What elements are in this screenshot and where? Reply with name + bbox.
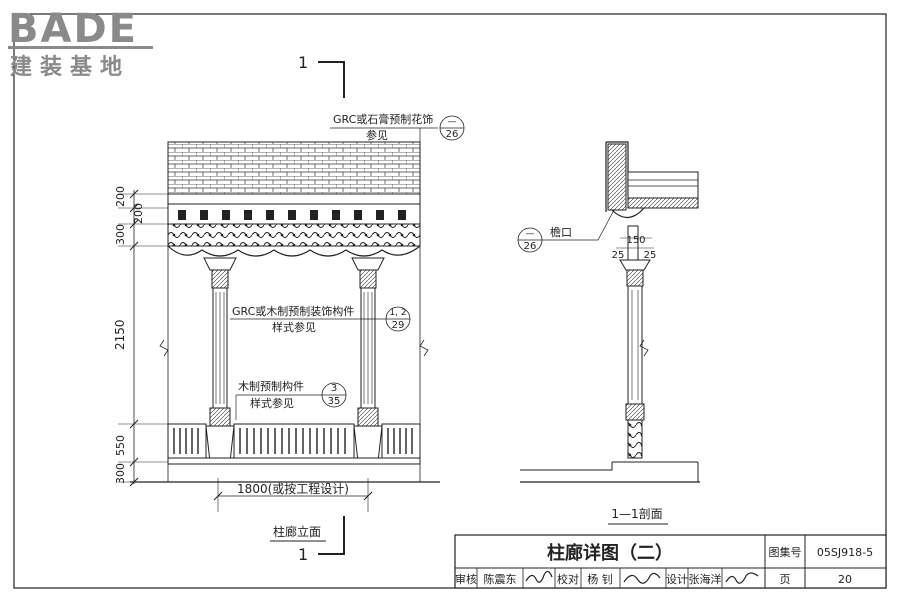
roof-slab (627, 171, 699, 199)
section-dim-top: 150 (626, 235, 645, 246)
designer-name: 张海洋 (689, 572, 722, 586)
section-floor (520, 461, 699, 482)
section-cut-mark-top: 1 (298, 53, 345, 98)
brick-parapet (167, 141, 421, 195)
left-column (203, 257, 237, 463)
reviewer-name: 陈震东 (484, 572, 517, 586)
dentil-row (167, 203, 421, 225)
section-dim-left: 25 (612, 250, 625, 261)
colonnade-elevation: 200 200 300 2150 550 300 1800(或按工程设计) 柱廊… (113, 141, 440, 542)
roof-beam (627, 197, 699, 209)
scalloped-valance (167, 245, 421, 257)
eave-label: 檐口 (550, 225, 572, 239)
eave-molding (611, 207, 645, 219)
vertical-dimension-chain: 200 200 300 2150 550 300 (113, 186, 168, 487)
note-1-line-1: GRC或石膏预制花饰 (333, 112, 433, 126)
note-wood-component: 木制预制构件 样式参见 3 35 (235, 379, 347, 420)
bade-logo: BADE 建装基地 (8, 6, 153, 80)
elevation-edges (167, 142, 421, 482)
width-dimension: 1800(或按工程设计) (213, 478, 373, 512)
dim-1: 200 (114, 186, 127, 207)
note-2-ref-top: 1, 2 (389, 308, 406, 318)
design-label: 设计 (666, 573, 688, 586)
eave-ref-top: — (526, 229, 535, 239)
dim-2: 200 (132, 203, 145, 224)
section-dim-right: 25 (644, 250, 657, 261)
section-column (619, 259, 651, 459)
review-label: 审核 (455, 572, 477, 586)
ornamental-frieze (167, 223, 421, 247)
cornice-band (167, 193, 421, 205)
note-2-ref-bottom: 29 (392, 320, 405, 331)
designer-signature (725, 572, 759, 584)
reviewer-signature (525, 570, 553, 583)
note-2-line-1: GRC或木制预制装饰构件 (232, 304, 354, 318)
note-1-ref-top: — (448, 117, 457, 127)
break-marks (159, 339, 429, 357)
section-1-1: 150 25 25 檐口 — 26 1—1剖面 (517, 141, 700, 525)
section-cut-mark-bottom: 1 (298, 516, 345, 564)
checker-name: 杨 钊 (587, 572, 613, 586)
note-3-line-1: 木制预制构件 (238, 379, 304, 393)
section-mark-bottom-label: 1 (298, 545, 308, 564)
section-parapet (607, 143, 627, 211)
section-title: 1—1剖面 (611, 507, 662, 521)
atlas-label: 图集号 (769, 545, 802, 559)
check-label: 校对 (557, 572, 579, 586)
note-grc-ornament: GRC或石膏预制花饰 参见 — 26 (330, 112, 465, 194)
logo-subtitle: 建装基地 (10, 55, 130, 80)
eave-ref-bottom: 26 (524, 241, 537, 252)
atlas-number: 05SJ918-5 (817, 546, 873, 559)
sheet-border (13, 13, 887, 589)
title-block: 柱廊详图（二） 图集号 05SJ918-5 审核 陈震东 校对 杨 钊 设计 张… (454, 534, 887, 589)
dim-4: 2150 (113, 319, 127, 350)
elevation-title: 柱廊立面 (273, 524, 321, 539)
note-1-line-2: 参见 (366, 128, 388, 142)
note-grc-wood-component: GRC或木制预制装饰构件 样式参见 1, 2 29 (230, 304, 411, 334)
right-column (351, 257, 385, 463)
logo-wordmark: BADE (8, 6, 138, 52)
balustrade-right (381, 423, 421, 459)
note-1-ref-bottom: 26 (446, 129, 459, 140)
page-number: 20 (838, 573, 852, 586)
drawing-title: 柱廊详图（二） (547, 542, 673, 564)
section-mark-top-label: 1 (298, 53, 308, 72)
note-3-ref-top: 3 (331, 383, 337, 394)
dim-6: 300 (114, 463, 127, 484)
note-3-ref-bottom: 35 (328, 396, 341, 407)
page-label: 页 (780, 573, 791, 586)
note-3-line-2: 样式参见 (250, 396, 294, 410)
plinth (167, 457, 421, 465)
checker-signature (623, 572, 661, 584)
balustrade-left (167, 423, 207, 459)
note-2-line-2: 样式参见 (272, 320, 316, 334)
dim-3: 300 (114, 224, 127, 245)
width-dim-label: 1800(或按工程设计) (237, 481, 349, 496)
dim-5: 550 (114, 435, 127, 456)
balustrade-center (233, 423, 355, 459)
